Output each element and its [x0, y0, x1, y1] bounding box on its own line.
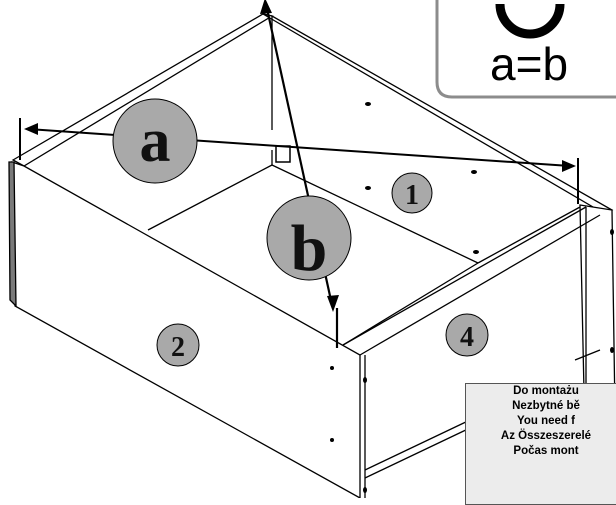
arrowhead-icon — [260, 0, 272, 14]
arrowhead-icon — [562, 160, 576, 172]
label-b-text: b — [291, 212, 328, 285]
part-1-marker: 1 — [391, 172, 433, 214]
equal-diagonals-callout: a=b — [435, 0, 616, 99]
dowel-mark — [363, 487, 367, 493]
dowel-mark — [365, 102, 371, 106]
note-line: Az Összeszerelé — [500, 430, 592, 442]
assembly-note-box: Do montażu Nezbytné bě You need f Az Öss… — [465, 383, 616, 505]
dowel-mark — [471, 170, 477, 174]
diagonal-a — [19, 118, 579, 204]
callout-symbol-icon — [495, 3, 565, 39]
part-2-number: 2 — [171, 332, 185, 363]
arrowhead-icon — [327, 295, 339, 312]
label-a: a — [112, 98, 198, 184]
hinge-bracket-icon — [275, 145, 291, 163]
arrowhead-icon — [24, 123, 38, 135]
callout-formula: a=b — [490, 38, 568, 90]
part-4-marker: 4 — [445, 313, 489, 357]
part-1-number: 1 — [405, 180, 419, 211]
dowel-mark — [330, 366, 334, 370]
note-line: You need f — [517, 415, 575, 427]
dowel-mark — [365, 186, 371, 190]
dowel-mark — [473, 250, 479, 254]
part-2-marker: 2 — [156, 323, 200, 367]
part-4-number: 4 — [460, 322, 474, 353]
front-panel-edge — [8, 161, 17, 308]
dowel-mark — [363, 377, 367, 383]
dowel-mark — [330, 438, 334, 442]
dowel-mark — [610, 347, 614, 353]
label-b: b — [266, 195, 352, 285]
label-a-text: a — [140, 107, 171, 175]
note-line: Do montażu — [513, 385, 579, 397]
note-line: Nezbytné bě — [512, 400, 580, 412]
dowel-mark — [610, 229, 614, 235]
hardware-marks — [275, 102, 614, 493]
note-line: Počas mont — [513, 445, 579, 457]
